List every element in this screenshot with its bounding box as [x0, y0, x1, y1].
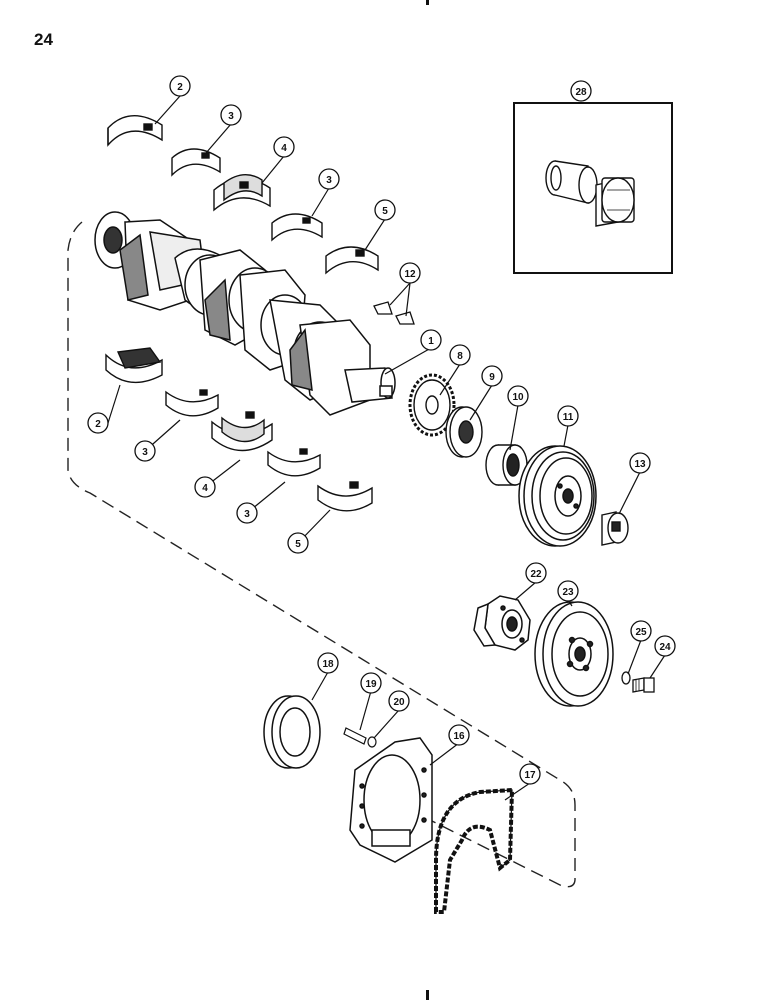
svg-text:1: 1 — [428, 336, 434, 347]
assembly-dashed-outline — [67, 221, 576, 888]
bushing-part — [545, 160, 598, 204]
svg-text:23: 23 — [562, 587, 574, 598]
callout-4-lower: 4 — [194, 476, 216, 498]
svg-text:18: 18 — [322, 659, 334, 670]
spacer-washer — [445, 406, 483, 458]
svg-text:5: 5 — [295, 539, 301, 550]
callout-12: 12 — [399, 262, 421, 284]
svg-text:2: 2 — [177, 82, 183, 93]
svg-text:5: 5 — [382, 206, 388, 217]
bearing-shell-5-lower — [317, 481, 373, 512]
callout-19: 19 — [360, 672, 382, 694]
svg-text:20: 20 — [393, 697, 405, 708]
callout-5-upper: 5 — [374, 199, 396, 221]
callout-3-lower-a: 3 — [134, 440, 156, 462]
bearing-shell-2-upper — [107, 115, 163, 147]
leader-lines — [107, 95, 666, 801]
pulley-hub — [473, 595, 531, 651]
upper-bearing-shells — [107, 115, 379, 275]
callout-25: 25 — [630, 620, 652, 642]
svg-text:4: 4 — [281, 143, 287, 154]
svg-text:4: 4 — [202, 483, 208, 494]
svg-text:25: 25 — [635, 627, 647, 638]
callout-2-lower: 2 — [87, 412, 109, 434]
plug-part — [595, 177, 635, 227]
crankshaft-pulley — [518, 445, 597, 547]
svg-text:12: 12 — [404, 269, 416, 280]
callout-10: 10 — [507, 385, 529, 407]
rear-oil-seal — [263, 695, 321, 769]
bearing-shell-4-lower — [211, 411, 273, 452]
svg-text:11: 11 — [563, 412, 574, 423]
bearing-shell-3-lower-a — [165, 389, 219, 417]
crankshaft — [94, 211, 396, 416]
callout-11: 11 — [557, 405, 579, 427]
bearing-shell-3-upper-a — [171, 148, 221, 177]
svg-text:24: 24 — [659, 642, 671, 653]
svg-text:22: 22 — [530, 569, 542, 580]
callout-23: 23 — [557, 580, 579, 602]
callout-24: 24 — [654, 635, 676, 657]
svg-text:9: 9 — [489, 372, 495, 383]
callout-1: 1 — [420, 329, 442, 351]
callout-17: 17 — [519, 763, 541, 785]
svg-text:3: 3 — [244, 509, 250, 520]
callout-28: 28 — [570, 80, 592, 102]
pulley-bolt — [632, 677, 655, 693]
top-mark — [426, 0, 429, 5]
accessory-pulley — [534, 601, 614, 707]
svg-text:19: 19 — [365, 679, 377, 690]
svg-text:8: 8 — [457, 351, 463, 362]
callout-3-lower-b: 3 — [236, 502, 258, 524]
svg-text:2: 2 — [95, 419, 101, 430]
thrust-washers — [373, 301, 415, 325]
seal-retainer-plate — [349, 737, 433, 863]
callout-20: 20 — [388, 690, 410, 712]
callout-16: 16 — [448, 724, 470, 746]
bottom-mark — [426, 990, 429, 1000]
retainer-gasket — [434, 787, 515, 914]
callout-4-upper: 4 — [273, 136, 295, 158]
callout-22: 22 — [525, 562, 547, 584]
svg-text:3: 3 — [228, 111, 234, 122]
callout-5-lower: 5 — [287, 532, 309, 554]
svg-text:13: 13 — [634, 459, 646, 470]
svg-text:16: 16 — [453, 731, 465, 742]
svg-text:3: 3 — [142, 447, 148, 458]
inset-box — [513, 102, 673, 274]
bearing-shell-3-upper-b — [271, 213, 323, 242]
retainer-washer — [367, 736, 377, 748]
bearing-shell-2-lower — [105, 347, 163, 384]
svg-text:3: 3 — [326, 175, 332, 186]
pulley-nut — [601, 511, 629, 546]
lower-bearing-shells — [105, 347, 373, 512]
callout-13: 13 — [629, 452, 651, 474]
bearing-shell-5-upper — [325, 246, 379, 275]
callout-9: 9 — [481, 365, 503, 387]
bearing-shell-3-lower-b — [267, 448, 321, 477]
page-number: 24 — [34, 30, 53, 49]
svg-text:10: 10 — [512, 392, 524, 403]
callout-18: 18 — [317, 652, 339, 674]
callout-2-upper: 2 — [169, 75, 191, 97]
callout-3-upper-b: 3 — [318, 168, 340, 190]
callout-8: 8 — [449, 344, 471, 366]
pulley-washer — [621, 671, 631, 685]
svg-text:17: 17 — [524, 770, 536, 781]
callout-3-upper-a: 3 — [220, 104, 242, 126]
svg-text:28: 28 — [575, 87, 587, 98]
retainer-bolt — [343, 727, 367, 745]
bearing-shell-4-upper — [213, 174, 271, 212]
